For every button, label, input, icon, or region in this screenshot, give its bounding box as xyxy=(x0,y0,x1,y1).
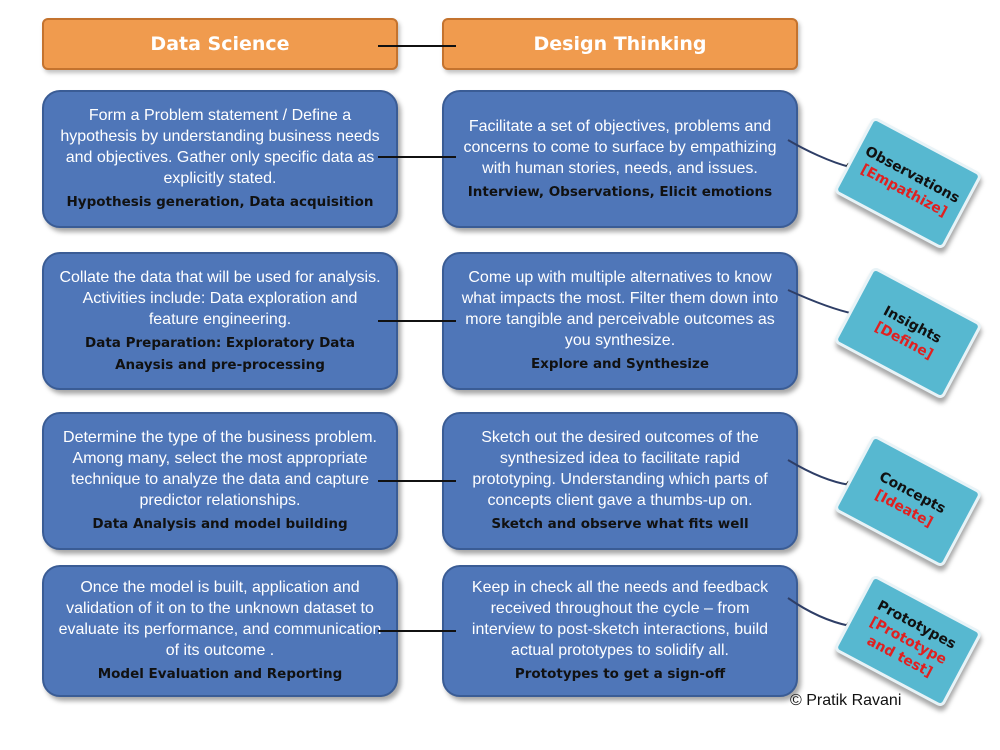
tag-concepts: Concepts [Ideate] xyxy=(833,433,983,569)
ds-box-text: Form a Problem statement / Define a hypo… xyxy=(60,107,380,187)
dt-box-prototype: Keep in check all the needs and feedback… xyxy=(442,565,798,697)
ds-box-evaluation: Once the model is built, application and… xyxy=(42,565,398,697)
dt-box-text: Come up with multiple alternatives to kn… xyxy=(461,269,779,349)
dt-box-empathize: Facilitate a set of objectives, problems… xyxy=(442,90,798,228)
tag-prototypes: Prototypes [Prototype and test] xyxy=(833,573,983,709)
ds-box-text: Determine the type of the business probl… xyxy=(63,429,377,509)
ds-box-label: Model Evaluation and Reporting xyxy=(97,666,343,682)
ds-box-label: Data Analysis and model building xyxy=(92,516,348,532)
data-science-header: Data Science xyxy=(42,18,398,70)
ds-box-label: Data Preparation: Exploratory Data Anays… xyxy=(85,334,355,373)
dt-box-text: Sketch out the desired outcomes of the s… xyxy=(472,429,768,509)
ds-box-text: Once the model is built, application and… xyxy=(58,579,382,659)
ds-box-label: Hypothesis generation, Data acquisition xyxy=(66,194,374,210)
ds-box-preparation: Collate the data that will be used for a… xyxy=(42,252,398,390)
dt-box-label: Interview, Observations, Elicit emotions xyxy=(467,183,773,200)
row-connector xyxy=(378,630,456,632)
dt-box-label: Sketch and observe what fits well xyxy=(491,516,749,532)
tag-insights: Insights [Define] xyxy=(833,265,983,401)
design-thinking-header: Design Thinking xyxy=(442,18,798,70)
ds-box-analysis: Determine the type of the business probl… xyxy=(42,412,398,550)
dt-box-text: Keep in check all the needs and feedback… xyxy=(471,579,769,659)
copyright-text: © Pratik Ravani xyxy=(790,692,902,709)
dt-box-text: Facilitate a set of objectives, problems… xyxy=(463,117,777,177)
row-connector xyxy=(378,156,456,158)
dt-box-label: Prototypes to get a sign-off xyxy=(514,666,726,682)
header-connector xyxy=(378,45,456,47)
tag-string-insights xyxy=(787,289,856,315)
dt-box-define: Come up with multiple alternatives to kn… xyxy=(442,252,798,390)
row-connector xyxy=(378,320,456,322)
row-connector xyxy=(378,480,456,482)
tag-observations: Observations [Empathize] xyxy=(833,115,983,251)
dt-box-label: Explore and Synthesize xyxy=(530,356,710,372)
dt-box-ideate: Sketch out the desired outcomes of the s… xyxy=(442,412,798,550)
ds-box-text: Collate the data that will be used for a… xyxy=(59,268,381,328)
ds-box-hypothesis: Form a Problem statement / Define a hypo… xyxy=(42,90,398,228)
